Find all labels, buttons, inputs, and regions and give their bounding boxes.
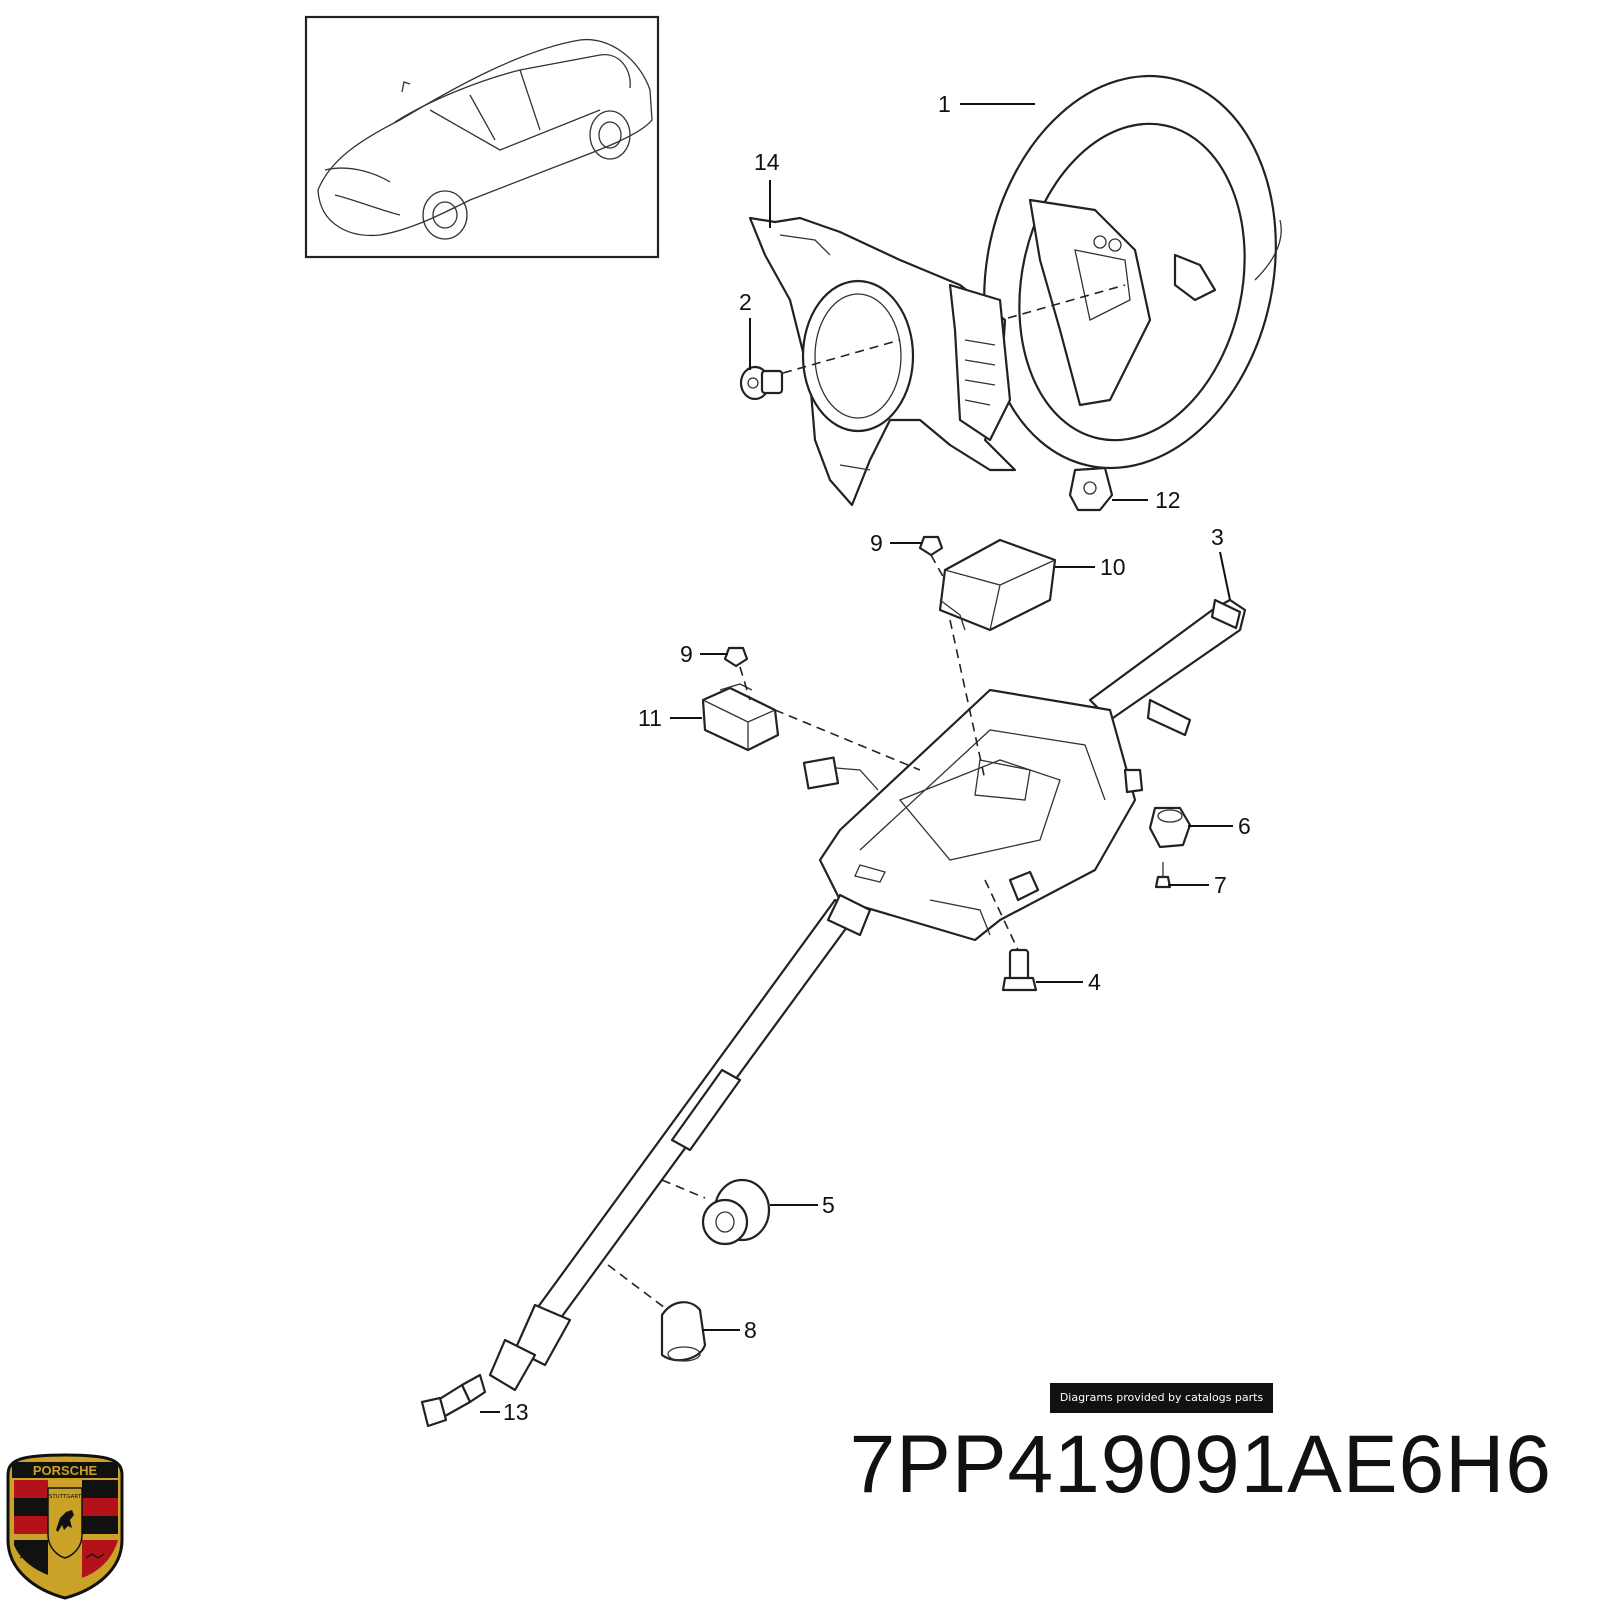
vehicle-inset [304, 15, 660, 259]
callout-4: 4 [1088, 969, 1101, 995]
callout-1: 1 [938, 91, 951, 117]
leader-lines [480, 103, 1233, 1413]
diagram-credit: Diagrams provided by catalogs parts [1050, 1383, 1273, 1413]
bolt-part-13 [420, 1373, 487, 1428]
screw-part-7 [1154, 862, 1172, 889]
cap-part-6 [1148, 806, 1192, 849]
callout-9-lower: 9 [680, 641, 693, 667]
control-module-part-10 [938, 538, 1057, 632]
callout-7: 7 [1214, 872, 1227, 898]
crest-city-text: STUTTGART [49, 1494, 82, 1500]
callout-9-upper: 9 [870, 530, 883, 556]
crest-brand-text: PORSCHE [33, 1463, 98, 1478]
module-part-11 [701, 683, 780, 752]
callout-3: 3 [1211, 524, 1224, 550]
nut-part-9-lower [723, 646, 749, 668]
callout-8: 8 [744, 1317, 757, 1343]
boot-part-8 [660, 1301, 707, 1362]
switch-module-housing [748, 216, 1017, 507]
callout-13: 13 [503, 1399, 529, 1425]
callout-14: 14 [754, 149, 780, 175]
callout-12: 12 [1155, 487, 1181, 513]
steering-wheel [983, 74, 1282, 470]
clip-part-12 [1068, 466, 1114, 512]
callout-6: 6 [1238, 813, 1251, 839]
assembly-lines [607, 284, 1126, 1309]
steering-column [488, 598, 1247, 1392]
callout-labels: 1 14 2 12 3 9 10 9 11 6 7 4 5 8 13 [503, 91, 1251, 1425]
callout-11: 11 [638, 705, 662, 731]
porsche-crest-logo: PORSCHE STUTTGART [6, 1453, 124, 1600]
part-number: 7PP419091AE6H6 [849, 1419, 1552, 1510]
nut-part-9-upper [918, 535, 944, 557]
bolt-part-4 [1001, 948, 1038, 992]
bushing-part-5 [701, 1178, 771, 1246]
callout-5: 5 [822, 1192, 835, 1218]
horse-icon [56, 1510, 74, 1532]
callout-2: 2 [739, 289, 752, 315]
car-illustration [317, 38, 653, 240]
callout-10: 10 [1100, 554, 1126, 580]
bolt-part-2 [739, 365, 784, 401]
